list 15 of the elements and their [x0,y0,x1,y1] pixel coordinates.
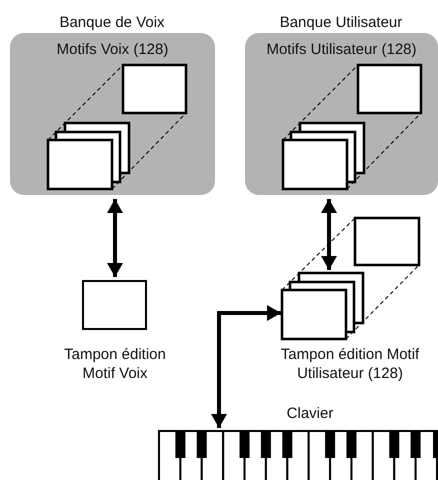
bank-panel [245,33,438,195]
panel-title: Motifs Voix (128) [56,41,170,58]
buffer-stack [282,273,362,338]
node-label: Banque Utilisateur [278,13,404,32]
panel-title: Motifs Utilisateur (128) [265,41,418,58]
bank-panel [10,33,215,195]
buffer-box [82,280,147,330]
double-arrow [321,199,337,270]
keyboard-drawing [158,430,438,480]
double-arrow [107,199,123,277]
double-arrow [211,305,281,428]
node-label: Clavier [286,404,334,423]
node-label: Tampon édition Motif Utilisateur (128) [280,345,420,383]
node-label: Banque de Voix [58,13,166,32]
node-label: Tampon édition Motif Voix [63,345,167,383]
